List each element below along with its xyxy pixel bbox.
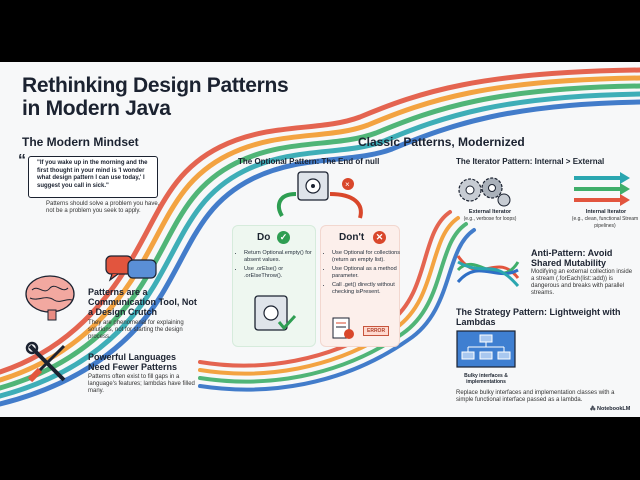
languages-heading: Powerful Languages Need Fewer Patterns [88,352,178,372]
arrows-icon [574,172,630,206]
do-label: Do [257,232,271,243]
languages-body: Patterns often exist to fill gaps in a l… [88,374,195,394]
strategy-heading: The Strategy Pattern: Lightweight with L… [456,307,621,327]
slide: Rethinking Design Patterns in Modern Jav… [0,62,640,417]
dont-label: Don't [339,232,365,243]
brand-label: ⁂ NotebookLM [590,406,630,412]
brand-text: NotebookLM [597,406,631,412]
dont-item: Use Optional as a method parameter. [332,266,404,279]
safe-icon: × [277,171,363,219]
quote-mark-icon: “ [18,152,26,169]
error-tag: ERROR [363,326,390,336]
strategy-diagram-icon [456,330,516,368]
speech-bubbles-icon [105,255,157,282]
brain-icon [25,275,75,321]
checkmark-icon: ✓ [277,231,290,244]
do-card: Do ✓ Return Optional.empty() for absent … [232,225,316,347]
quote-caption: Patterns should solve a problem you have… [46,201,160,214]
do-list: Return Optional.empty() for absent value… [235,250,318,282]
title-line-1: Rethinking Design Patterns [22,74,289,97]
dont-item: Use Optional for collections (return an … [332,250,404,263]
quote-text: "If you wake up in the morning and the f… [37,160,148,189]
external-label: External Iterator [468,209,512,215]
tangled-arrows-icon [456,255,520,287]
do-item: Use .orElse() or .orElseThrow(). [244,266,318,279]
classic-heading: Classic Patterns, Modernized [358,135,525,149]
title-line-2: in Modern Java [22,97,171,120]
dont-card: Don't ✕ Use Optional for collections (re… [320,225,400,347]
brand-icon: ⁂ [590,406,596,412]
quote-box: "If you wake up in the morning and the f… [28,156,158,198]
svg-text:×: × [345,180,350,189]
do-item: Return Optional.empty() for absent value… [244,250,318,263]
cross-icon: ✕ [373,231,386,244]
optional-heading: The Optional Pattern: The End of null [238,157,380,166]
documents-icon [332,317,354,339]
external-sub: (e.g., verbose for loops) [463,216,517,222]
internal-sub: (e.g., clean, functional Stream pipeline… [571,216,639,229]
communication-body: They are phenomenal for explaining solut… [88,320,184,340]
anti-body: Modifying an external collection inside … [531,269,633,296]
safe-check-icon [254,295,297,331]
dont-list: Use Optional for collections (return an … [323,250,404,299]
strategy-body: Replace bulky interfaces and implementat… [456,390,615,403]
page-title: Rethinking Design Patterns in Modern Jav… [22,74,312,120]
communication-heading: Patterns are a Communication Tool, Not a… [88,287,197,317]
dont-item: Call .get() directly without checking is… [332,282,404,295]
gears-icon [458,177,511,207]
strategy-diagram-label: Bulky interfaces & implementations [464,373,508,385]
mindset-heading: The Modern Mindset [22,135,139,149]
iterator-heading: The Iterator Pattern: Internal > Externa… [456,157,605,166]
tools-icon [25,341,66,383]
internal-label: Internal Iterator [585,209,627,215]
anti-heading: Anti-Pattern: Avoid Shared Mutability [531,248,613,268]
